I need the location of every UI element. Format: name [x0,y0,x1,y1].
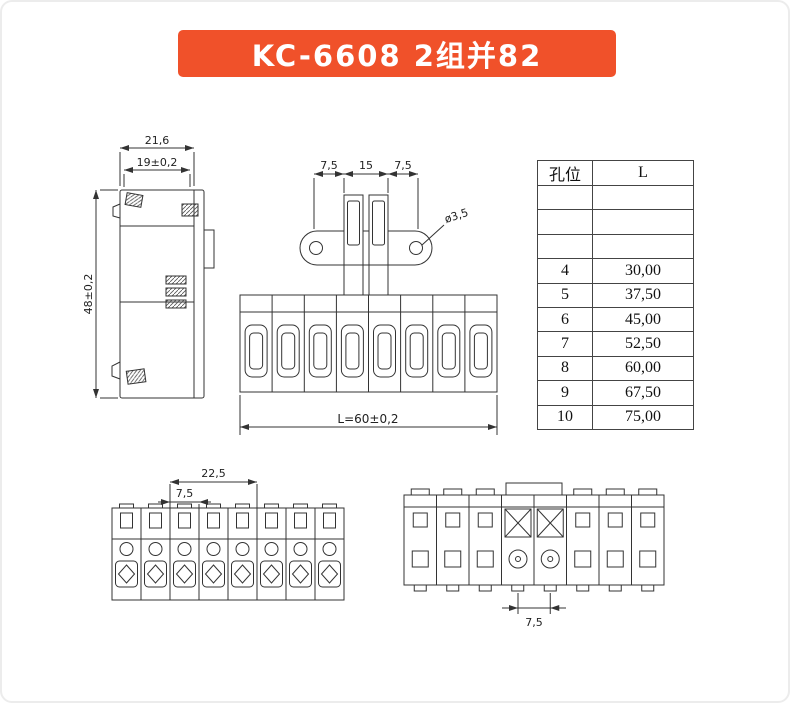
cell-length [592,184,694,211]
bottom-view-linework [403,482,665,614]
cell-hole: 10 [537,404,593,430]
cell-hole: 7 [537,331,593,357]
dim-label-top-span: 22,5 [201,467,226,480]
top-view-drawing: 22,5 7,5 [111,467,345,601]
dim-label-total-length: L=60±0,2 [337,412,398,426]
product-title: KC-6608 2组并82 [251,38,543,73]
table-row [537,184,694,211]
cell-hole: 9 [537,380,593,406]
cell-length: 67,50 [592,380,694,406]
side-view-linework [95,147,215,399]
front-view-linework [239,173,498,435]
side-view-drawing: 21,6 19±0,2 48±0,2 [82,134,215,399]
title-banner: KC-6608 2组并82 [178,30,616,77]
side-view-dim-arrows [93,145,194,398]
table-header-length: L [592,160,694,186]
cell-hole: 4 [537,258,593,284]
cell-length: 75,00 [592,404,694,430]
table-header-hole: 孔位 [537,160,593,186]
cell-length [592,233,694,260]
cell-length: 60,00 [592,355,694,382]
cell-length: 45,00 [592,306,694,333]
cell-length: 30,00 [592,258,694,284]
bottom-view-drawing: 7,5 [403,482,665,629]
dim-label-top-pitch: 7,5 [176,487,194,500]
cell-hole: 8 [537,355,593,382]
front-view-dim-arrows [240,171,497,430]
dim-label-front-right: 7,5 [394,159,412,172]
table-header-row: 孔位 L [537,160,694,186]
top-view-linework [111,481,345,601]
cell-hole: 6 [537,306,593,333]
dim-label-front-left: 7,5 [320,159,338,172]
bottom-view-dim-arrows [509,605,560,611]
dim-label-bottom-pitch: 7,5 [525,616,543,629]
dim-label-side-height: 48±0,2 [82,274,95,315]
cell-hole: 5 [537,282,593,308]
cell-hole [537,233,593,260]
cell-length: 37,50 [592,282,694,308]
front-view-drawing: 7,5 15 7,5 ø3,5 L=60±0,2 [239,159,498,435]
cell-length: 52,50 [592,331,694,357]
cell-hole [537,209,593,235]
dim-label-side-width-inner: 19±0,2 [137,156,178,169]
table-row [537,233,694,260]
dim-label-front-center: 15 [359,159,373,172]
cell-length [592,209,694,235]
cell-hole [537,184,593,211]
dim-label-side-width-outer: 21,6 [145,134,170,147]
table-row [537,209,694,235]
dim-label-hole-diameter: ø3,5 [443,206,470,226]
top-view-dim-arrows [161,479,257,505]
